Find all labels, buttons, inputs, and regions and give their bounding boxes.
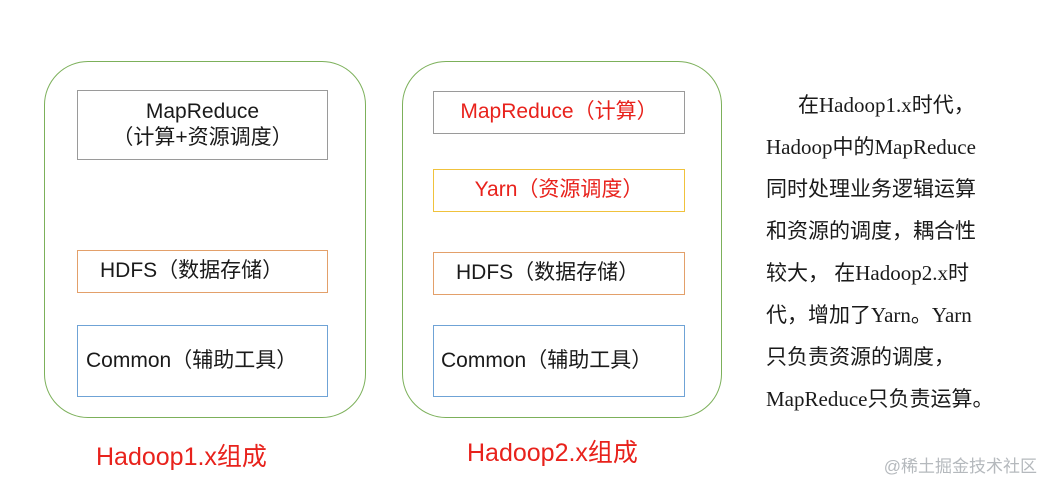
hadoop2-yarn-label: Yarn（资源调度） [474,178,644,202]
explanation-line: 只负责资源的调度， [766,345,955,369]
explanation-paragraph: 在Hadoop1.x时代， Hadoop中的MapReduce 同时处理业务逻辑… [766,84,1036,420]
watermark: @稀土掘金技术社区 [883,457,1037,476]
hadoop1-mapreduce-box: MapReduce （计算+资源调度） [77,90,328,160]
hadoop2-mapreduce-box: MapReduce（计算） [433,91,685,134]
explanation-line: 和资源的调度，耦合性 [766,219,976,243]
hadoop1-common-label: Common（辅助工具） [86,348,298,372]
hadoop2-hdfs-box: HDFS（数据存储） [433,252,685,295]
hadoop2-caption: Hadoop2.x组成 [467,439,638,467]
hadoop2-mapreduce-label: MapReduce（计算） [460,100,658,124]
hadoop1-mapreduce-subtitle: （计算+资源调度） [112,126,293,149]
hadoop2-common-box: Common（辅助工具） [433,325,685,397]
hadoop2-yarn-box: Yarn（资源调度） [433,169,685,212]
hadoop1-mapreduce-title: MapReduce [145,99,260,123]
explanation-line: MapReduce只负责运算。 [766,387,994,411]
hadoop1-common-box: Common（辅助工具） [77,325,328,397]
hadoop1-hdfs-box: HDFS（数据存储） [77,250,328,293]
hadoop2-common-label: Common（辅助工具） [441,348,653,372]
explanation-line: 代，增加了Yarn。Yarn [766,303,972,327]
explanation-line: 同时处理业务逻辑运算 [766,177,976,201]
explanation-line: 在Hadoop1.x时代， [798,93,975,117]
explanation-line: 较大， 在Hadoop2.x时 [766,261,969,285]
hadoop1-hdfs-label: HDFS（数据存储） [100,259,284,283]
hadoop1-caption: Hadoop1.x组成 [96,443,267,471]
explanation-line: Hadoop中的MapReduce [766,135,976,159]
hadoop2-hdfs-label: HDFS（数据存储） [456,261,640,285]
